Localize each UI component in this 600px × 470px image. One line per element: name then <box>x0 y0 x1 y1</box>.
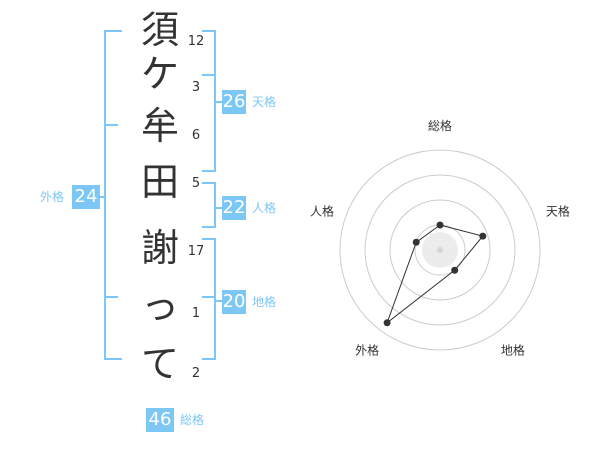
radar-center-dot <box>437 247 443 253</box>
stroke-count-2: 3 <box>191 80 201 95</box>
jinkaku-connector <box>214 207 222 209</box>
jinkaku-label: 人格 <box>252 201 277 215</box>
radar-ring-3 <box>364 174 516 326</box>
chikaku-value-badge: 20 <box>222 290 246 314</box>
chikaku-connector <box>214 300 222 302</box>
name-char-5: 謝 <box>140 226 179 270</box>
chikaku-bracket-top <box>202 238 216 240</box>
outer-bracket-line <box>104 30 106 360</box>
stroke-count-4: 5 <box>191 176 201 191</box>
jinkaku-value-badge: 22 <box>222 196 246 220</box>
radar-label-gaikaku: 外格 <box>355 342 379 357</box>
radar-label-soukaku: 総格 <box>428 118 452 133</box>
soukaku-label: 総格 <box>180 413 205 427</box>
radar-point-chikaku <box>451 266 459 274</box>
outer-bracket-tick-2 <box>104 296 118 298</box>
outer-bracket-bottom <box>104 358 122 360</box>
name-char-7: て <box>140 342 179 386</box>
radar-ring-2 <box>389 199 491 301</box>
jinkaku-bracket-line <box>214 182 216 228</box>
stroke-count-3: 6 <box>191 128 201 143</box>
radar-label-chikaku: 地格 <box>501 342 525 357</box>
name-char-4: 田 <box>140 160 179 204</box>
name-char-1: 須 <box>140 8 179 52</box>
soukaku-value-badge: 46 <box>146 408 174 432</box>
jinkaku-bracket-bottom <box>202 226 216 228</box>
gaikaku-label: 外格 <box>40 190 65 204</box>
name-char-6: っ <box>140 284 179 328</box>
name-char-3: 牟 <box>140 104 179 148</box>
radar-point-jinkaku <box>412 238 420 246</box>
tenkaku-bracket-bottom <box>202 170 216 172</box>
tenkaku-bracket-top <box>202 30 216 32</box>
radar-label-tenkaku: 天格 <box>546 204 570 219</box>
chikaku-bracket-bottom <box>202 358 216 360</box>
outer-bracket-tick-1 <box>104 124 118 126</box>
jinkaku-bracket-top <box>202 182 216 184</box>
gaikaku-value-badge: 24 <box>72 185 100 209</box>
radar-ring-4 <box>339 149 541 351</box>
tenkaku-value-badge: 26 <box>222 90 246 114</box>
radar-point-tenkaku <box>479 232 487 240</box>
radar-label-jinkaku: 人格 <box>310 204 334 219</box>
chikaku-bracket-tick <box>202 296 216 298</box>
outer-bracket-top <box>104 30 122 32</box>
stroke-count-5: 17 <box>187 244 205 259</box>
radar-polygon <box>386 224 484 325</box>
radar-point-soukaku <box>436 221 444 229</box>
stroke-count-7: 2 <box>191 366 201 381</box>
chikaku-bracket-line <box>214 238 216 360</box>
tenkaku-bracket-tick <box>202 74 216 76</box>
stroke-count-1: 12 <box>187 34 205 49</box>
outer-bracket-connector <box>100 196 106 198</box>
tenkaku-label: 天格 <box>252 95 277 109</box>
stroke-count-6: 1 <box>191 306 201 321</box>
tenkaku-connector <box>214 101 222 103</box>
radar-point-gaikaku <box>383 319 391 327</box>
chikaku-label: 地格 <box>252 295 277 309</box>
name-char-2: ケ <box>140 52 179 96</box>
